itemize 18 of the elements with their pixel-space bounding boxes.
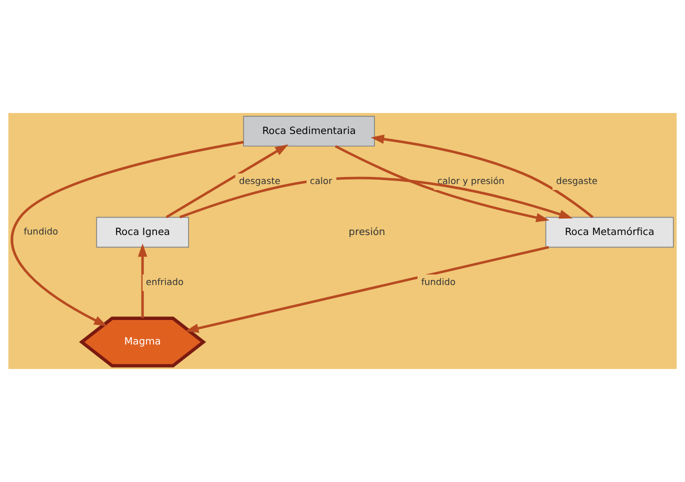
node-box: Roca Ignea [96, 216, 189, 248]
arrow [334, 145, 550, 222]
edge-label: desgaste [556, 177, 598, 188]
node-box: Roca Sedimentaria [243, 116, 375, 147]
node-box: Roca Metamórfica [545, 216, 674, 248]
edge-label: fundido [24, 228, 58, 238]
edge-label: calor [310, 177, 332, 188]
edge-label: desgaste [239, 177, 280, 188]
edge-label: fundido [421, 278, 456, 288]
edge-label: calor y presión [437, 177, 504, 188]
arrow [185, 246, 550, 333]
arrow [179, 176, 573, 219]
arrow [138, 243, 148, 318]
arrow [11, 140, 244, 326]
arrow [370, 134, 594, 218]
edge-label: enfriado [146, 278, 184, 288]
arrow [166, 144, 288, 218]
label: presión [348, 226, 386, 238]
